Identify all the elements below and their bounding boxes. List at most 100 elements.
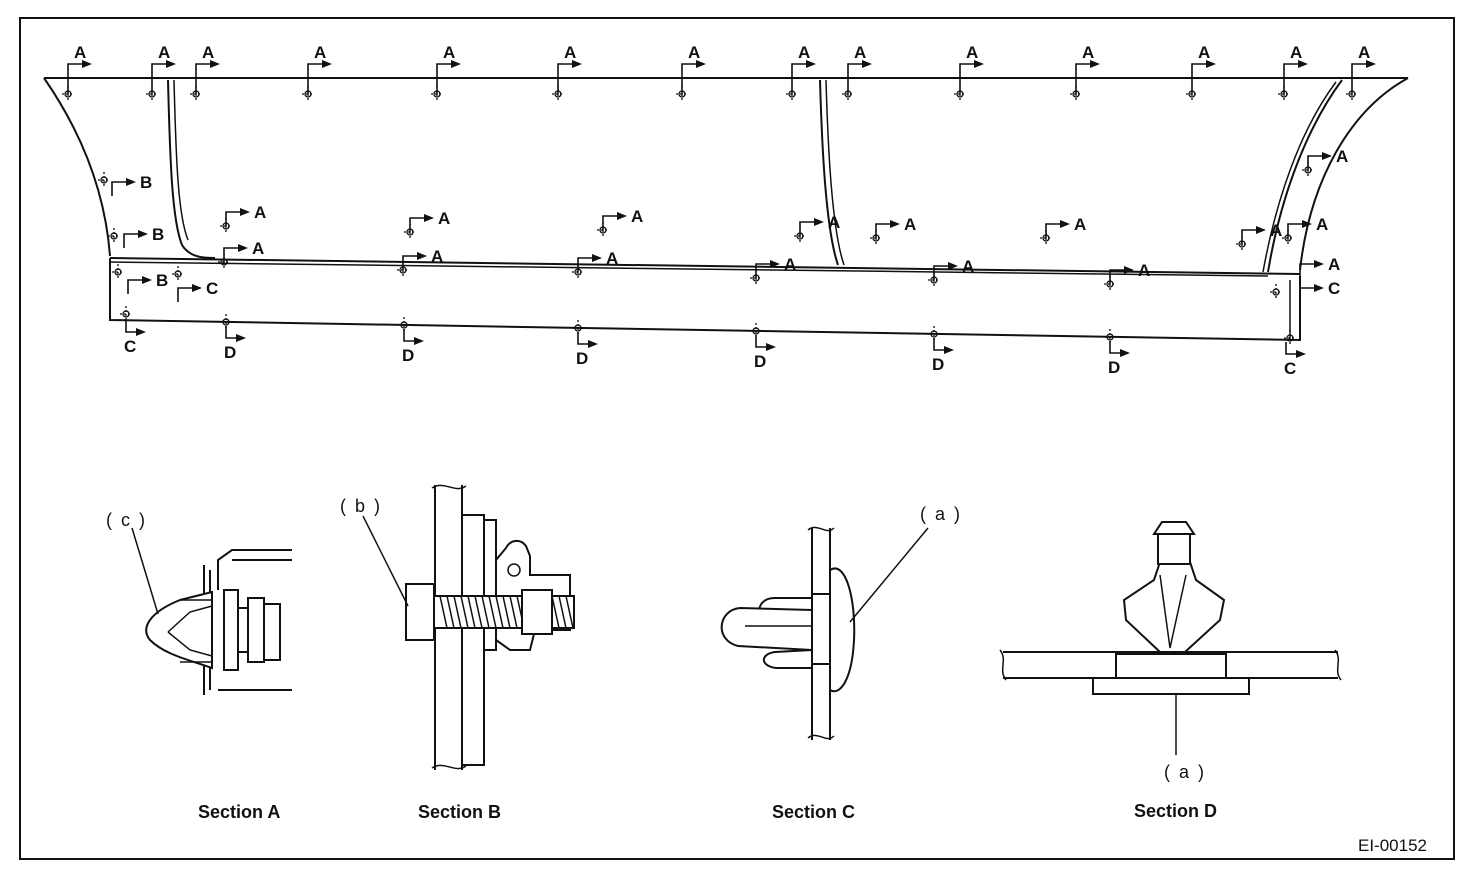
section-callout: B [127,271,168,294]
callout-letter: A [962,257,974,276]
section-callout: A [602,207,643,230]
section-c-detail [720,526,929,740]
callout-letter: B [140,173,152,192]
callout-letter: C [124,337,136,356]
clip-marker [112,264,124,280]
callout-letter: A [1138,261,1150,280]
section-callout: A [67,43,92,94]
section-a-part-label: ( c ) [106,510,147,530]
section-callout: A [875,215,916,238]
callout-letter: D [932,355,944,374]
section-callout: B [123,225,164,248]
callout-letter: A [202,43,214,62]
callout-letter: C [1328,279,1340,298]
section-callout: C [124,320,146,356]
section-callout: A [223,239,264,262]
callout-letter: B [156,271,168,290]
callout-letter: A [443,43,455,62]
section-callout: C [177,279,218,302]
section-callout: B [111,173,152,196]
callout-letter: A [74,43,86,62]
section-callout: D [224,326,246,362]
section-callout: A [1075,43,1100,94]
callout-letter: B [152,225,164,244]
section-callout: D [932,338,954,374]
section-d-caption: Section D [1134,801,1217,821]
callout-letter: A [688,43,700,62]
side-skirt-outline [43,77,1409,342]
callout-letter: C [1284,359,1296,378]
section-callout: A [959,43,984,94]
figure-id: EI-00152 [1358,836,1427,855]
callout-letter: A [966,43,978,62]
section-c-part-label: ( a ) [920,504,962,524]
callout-letter: D [754,352,766,371]
section-callout: A [681,43,706,94]
section-callout: A [307,43,332,94]
callout-letter: A [1082,43,1094,62]
callout-letter: A [828,213,840,232]
callout-letter: A [1198,43,1210,62]
section-callout: A [1109,261,1150,284]
callout-letter: A [314,43,326,62]
section-c-caption: Section C [772,802,855,822]
section-callout: C [1284,342,1306,378]
section-a-caption: Section A [198,802,280,822]
callout-letter: A [254,203,266,222]
callout-letter: A [784,255,796,274]
callout-letter: A [1270,221,1282,240]
section-callout: A [755,255,796,278]
section-a-detail [131,527,292,695]
section-callout: A [402,247,443,270]
callout-letter: D [576,349,588,368]
section-callout: A [225,203,266,226]
section-callout: A [1283,43,1308,94]
clip-marker [1270,284,1282,300]
callout-letter: D [224,343,236,362]
section-callout: A [1045,215,1086,238]
callout-letter: A [854,43,866,62]
section-d-detail [999,521,1342,755]
callout-letter: D [402,346,414,365]
section-b-part-label: ( b ) [340,496,382,516]
callout-letter: A [1290,43,1302,62]
section-d-part-label: ( a ) [1164,762,1206,782]
section-callout: A [557,43,582,94]
section-b-detail [362,484,575,770]
section-callout: D [402,329,424,365]
section-callout: A [1299,255,1340,278]
callout-letter: A [431,247,443,266]
callout-letter: A [438,209,450,228]
section-callout: A [409,209,450,232]
section-callout: D [576,332,598,368]
clip-marker [120,306,132,322]
callout-letter: A [252,239,264,258]
section-callout: D [1108,341,1130,377]
section-callout: A [151,43,176,94]
section-b-caption: Section B [418,802,501,822]
section-callout: A [1287,215,1328,238]
callout-letter: A [1358,43,1370,62]
callout-letter: A [1336,147,1348,166]
callout-letter: A [158,43,170,62]
callout-letter: C [206,279,218,298]
section-callout: A [1241,221,1282,244]
callout-letter: A [631,207,643,226]
callout-letter: A [904,215,916,234]
section-callout: A [436,43,461,94]
clip-marker [1284,330,1296,346]
clip-marker [172,266,184,282]
section-callout: A [1307,147,1348,170]
callout-letter: A [606,249,618,268]
section-callout: A [791,43,816,94]
diagram-frame [19,17,1455,860]
section-callout: C [1299,279,1340,302]
section-callout: A [1191,43,1216,94]
section-callout: A [847,43,872,94]
callout-letter: A [798,43,810,62]
section-callout: A [1351,43,1376,94]
section-callout: A [799,213,840,236]
callout-letter: D [1108,358,1120,377]
